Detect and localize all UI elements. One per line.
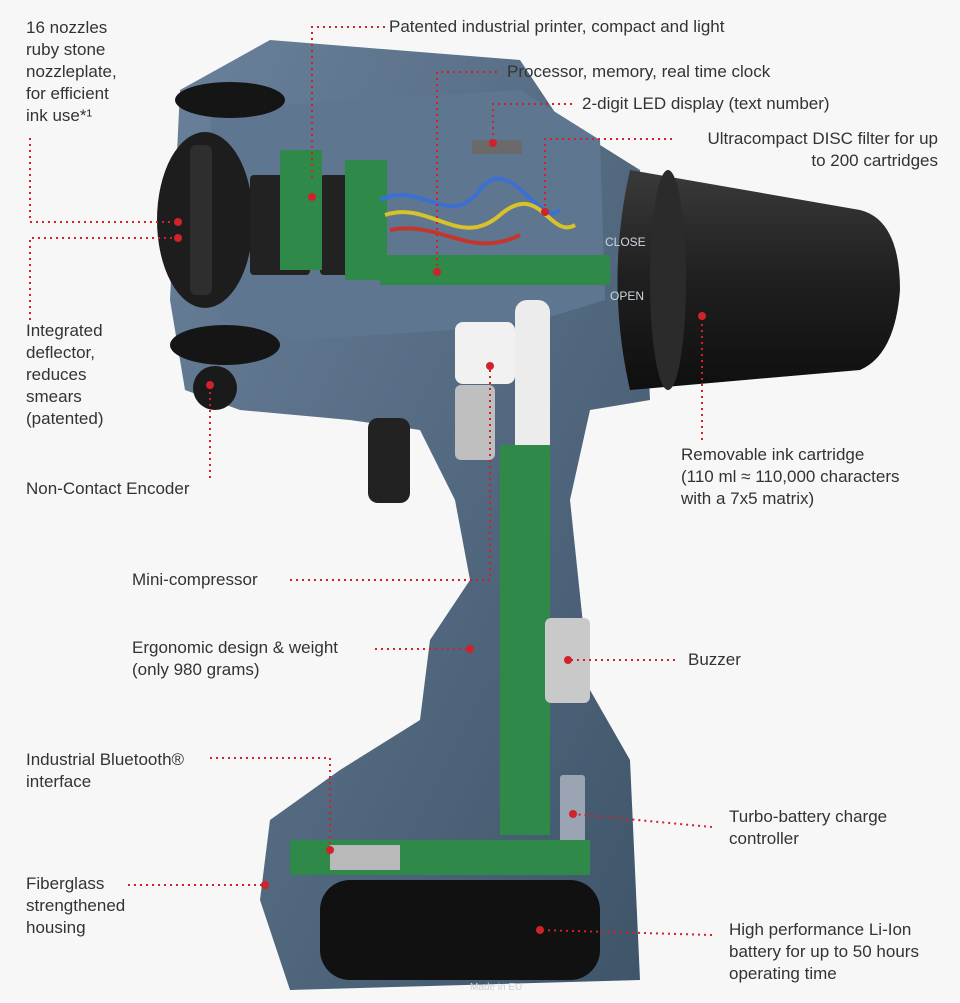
mini-compressor-motor [455, 385, 495, 460]
dot-buzzer [564, 656, 572, 664]
top-roller [175, 82, 285, 118]
pcb-small-left [280, 150, 322, 270]
processor-board [380, 255, 610, 285]
leader-printer [311, 26, 385, 180]
ink-cartridge [617, 170, 900, 390]
leader-nozzles [29, 138, 175, 223]
leader-led [492, 103, 572, 140]
label-processor: Processor, memory, real time clock [507, 62, 771, 81]
wires-2 [384, 201, 577, 230]
dot-battery [536, 926, 544, 934]
wires [379, 176, 562, 215]
close-marking: CLOSE [605, 235, 646, 249]
leader-lines [29, 26, 713, 936]
made-in-marking: Made in EU [470, 982, 522, 993]
dot-nozzles [174, 218, 182, 226]
dot-deflector [174, 234, 182, 242]
label-encoder: Non-Contact Encoder [26, 479, 190, 498]
encoder-wheel [193, 366, 237, 410]
dot-compressor [486, 362, 494, 370]
dot-led [489, 139, 497, 147]
label-compressor: Mini-compressor [132, 570, 258, 589]
dot-ergonomic [466, 645, 474, 653]
charge-capacitor [560, 775, 585, 845]
nozzle-strip [190, 145, 212, 295]
dot-cartridge [698, 312, 706, 320]
label-filter: Ultracompact DISC filter for up to 200 c… [707, 129, 938, 170]
leader-dots [174, 139, 706, 934]
open-marking: OPEN [610, 289, 644, 303]
cartridge-ring [650, 170, 686, 390]
label-deflector: Integrated deflector, reduces smears (pa… [26, 321, 104, 428]
dot-processor [433, 268, 441, 276]
leader-processor [436, 71, 497, 270]
dot-charge [569, 810, 577, 818]
label-charge: Turbo-battery charge controller [729, 807, 888, 848]
wires-3 [389, 226, 521, 246]
label-printer: Patented industrial printer, compact and… [389, 17, 725, 36]
battery-pack [320, 880, 600, 980]
leader-filter [544, 138, 672, 210]
label-ergonomic: Ergonomic design & weight (only 980 gram… [132, 638, 339, 679]
mini-compressor-top [455, 322, 515, 384]
label-buzzer: Buzzer [688, 650, 741, 669]
leader-bluetooth [210, 757, 331, 848]
ribbon-cable [515, 300, 550, 460]
leader-compressor [290, 368, 491, 581]
bluetooth-module [330, 845, 400, 870]
dot-printer [308, 193, 316, 201]
leader-deflector [29, 237, 175, 320]
led-display [472, 140, 522, 154]
label-fiberglass: Fiberglass strengthened housing [26, 874, 126, 937]
dot-encoder [206, 381, 214, 389]
dot-filter [541, 208, 549, 216]
label-led: 2-digit LED display (text number) [582, 94, 830, 113]
bottom-roller [170, 325, 280, 365]
dot-bluetooth [326, 846, 334, 854]
main-pcb [500, 445, 550, 835]
trigger [368, 418, 410, 503]
label-nozzles: 16 nozzles ruby stone nozzleplate, for e… [26, 18, 117, 125]
label-battery: High performance Li-Ion battery for up t… [729, 920, 919, 983]
label-bluetooth: Industrial Bluetooth® interface [26, 750, 185, 791]
dot-fiberglass [261, 881, 269, 889]
label-cartridge: Removable ink cartridge (110 ml ≈ 110,00… [681, 445, 900, 508]
